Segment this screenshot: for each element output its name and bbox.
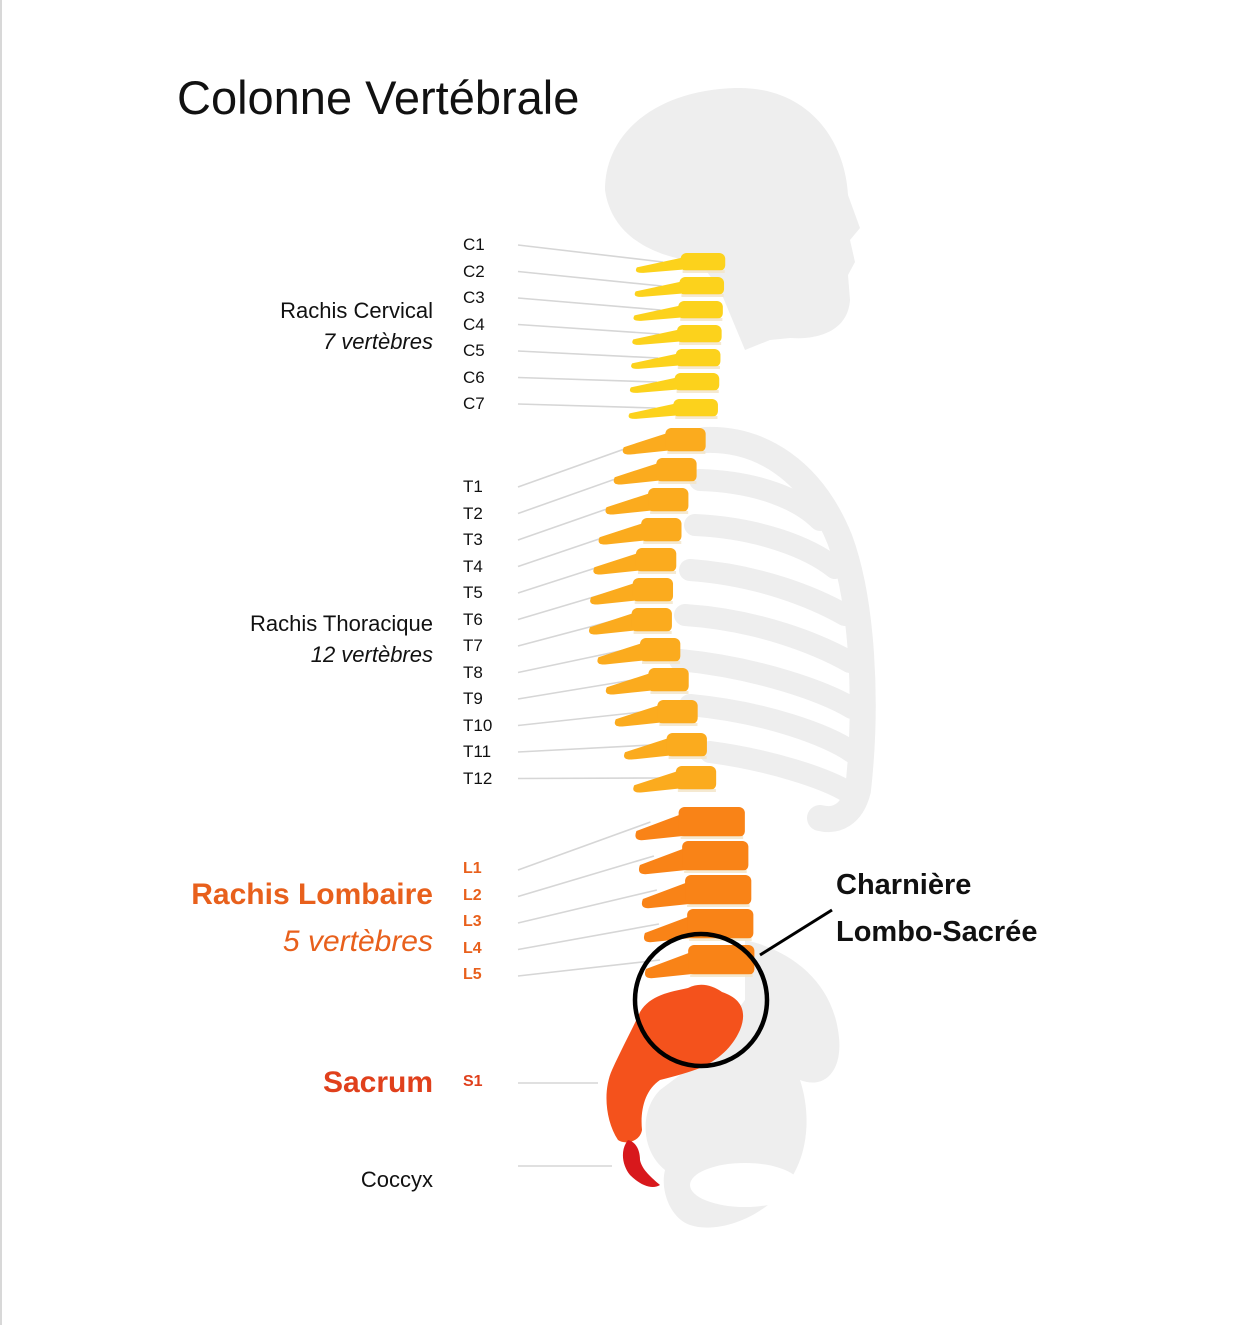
callout-line-2: Lombo-Sacrée bbox=[836, 916, 1038, 948]
lumbar-region-count: 5 vertèbres bbox=[282, 925, 433, 958]
body-silhouette bbox=[605, 87, 876, 1228]
vertebra-t11 bbox=[624, 733, 707, 760]
vertebra-label-t7: T7 bbox=[463, 636, 483, 655]
leader-line-c3 bbox=[517, 297, 661, 311]
vertebra-label-c7: C7 bbox=[463, 394, 485, 413]
leader-line-t12 bbox=[517, 777, 661, 780]
vertebra-c3 bbox=[633, 301, 723, 321]
vertebra-label-l1: L1 bbox=[463, 860, 482, 877]
ribs bbox=[669, 469, 863, 803]
vertebra-label-l2: L2 bbox=[463, 886, 482, 904]
vertebra-c4 bbox=[632, 325, 722, 345]
vertebra-label-c1: C1 bbox=[463, 235, 485, 254]
vertebra-label-t9: T9 bbox=[463, 689, 483, 708]
vertebra-c5 bbox=[631, 349, 721, 369]
cervical-region-count: 7 vertèbres bbox=[322, 329, 433, 354]
vertebra-l5 bbox=[644, 945, 755, 979]
coccyx-shape bbox=[622, 1140, 660, 1187]
ribcage-silhouette bbox=[692, 426, 876, 832]
vertebra-label-t2: T2 bbox=[463, 503, 483, 523]
vertebra-t3 bbox=[605, 488, 689, 515]
lumbosacral-circle bbox=[632, 931, 770, 1069]
page-title: Colonne Vertébrale bbox=[177, 71, 580, 124]
vertebra-label-t12: T12 bbox=[463, 768, 493, 788]
vertebra-label-t8: T8 bbox=[463, 662, 483, 682]
leader-line-c4 bbox=[517, 323, 660, 335]
callout-pointer bbox=[759, 908, 833, 957]
vertebra-label-l5: L5 bbox=[463, 966, 482, 983]
vertebra-label-c3: C3 bbox=[463, 288, 485, 307]
vertebra-label-l3: L3 bbox=[463, 913, 482, 930]
coccyx-region-name: Coccyx bbox=[360, 1167, 433, 1192]
vertebra-t6 bbox=[590, 578, 674, 605]
pelvis-silhouette bbox=[645, 940, 840, 1228]
leader-line-c2 bbox=[517, 270, 662, 287]
leader-line-l1 bbox=[517, 821, 651, 871]
vertebra-label-t11: T11 bbox=[463, 742, 492, 761]
thoracic-region-count: 12 vertèbres bbox=[310, 642, 433, 667]
vertebra-l3 bbox=[641, 875, 752, 909]
callout-line-1: Charnière bbox=[836, 869, 972, 901]
vertebra-label-c6: C6 bbox=[463, 367, 485, 387]
lumbar-region-name: Rachis Lombaire bbox=[191, 878, 433, 911]
vertebra-t5 bbox=[593, 548, 677, 575]
pelvis-opening bbox=[690, 1163, 800, 1207]
vertebra-label-t1: T1 bbox=[463, 477, 483, 496]
vertebra-t10 bbox=[614, 700, 698, 727]
leader-line-t9 bbox=[517, 679, 633, 700]
leader-line-l4 bbox=[517, 923, 660, 951]
thoracic-region-name: Rachis Thoracique bbox=[249, 611, 433, 636]
vertebra-label-c5: C5 bbox=[463, 341, 485, 360]
vertebra-c2 bbox=[634, 277, 725, 297]
leader-line-c7 bbox=[517, 403, 656, 409]
vertebra-label-l4: L4 bbox=[463, 939, 482, 957]
vertebra-t8 bbox=[597, 638, 681, 665]
vertebra-t7 bbox=[589, 608, 672, 635]
vertebra-label-t5: T5 bbox=[463, 583, 483, 602]
vertebra-label-t4: T4 bbox=[463, 556, 483, 576]
cervical-region-name: Rachis Cervical bbox=[280, 298, 433, 323]
vertebra-label-c4: C4 bbox=[463, 314, 485, 334]
leader-line-l3 bbox=[517, 889, 658, 924]
left-border bbox=[0, 0, 2, 1325]
vertebra-label-s1: S1 bbox=[463, 1073, 483, 1090]
vertebra-l4 bbox=[643, 909, 754, 943]
leader-line-c6 bbox=[517, 376, 657, 383]
leader-line-t11 bbox=[517, 744, 652, 753]
leader-line-l5 bbox=[517, 959, 661, 977]
vertebra-label-t6: T6 bbox=[463, 609, 483, 629]
vertebra-t12 bbox=[633, 766, 717, 793]
vertebra-t4 bbox=[598, 518, 682, 545]
vertebra-c1 bbox=[635, 253, 726, 273]
leader-line-c5 bbox=[517, 350, 659, 359]
vertebra-t1 bbox=[622, 428, 706, 455]
vertebra-label-t10: T10 bbox=[463, 715, 493, 735]
skull-silhouette bbox=[605, 87, 860, 351]
leader-line-l2 bbox=[517, 855, 655, 898]
leader-line-t8 bbox=[517, 649, 625, 674]
vertebra-l2 bbox=[638, 841, 749, 875]
vertebra-c6 bbox=[629, 373, 720, 393]
vertebra-c7 bbox=[628, 399, 718, 419]
vertebra-t2 bbox=[613, 458, 697, 485]
vertebra-label-c2: C2 bbox=[463, 261, 485, 281]
leader-line-c1 bbox=[517, 244, 663, 263]
leader-line-t10 bbox=[517, 711, 642, 727]
vertebra-t9 bbox=[605, 668, 689, 695]
vertebrae-group bbox=[589, 253, 755, 979]
sacrum-region-name: Sacrum bbox=[322, 1066, 433, 1099]
vertebra-l1 bbox=[635, 807, 745, 841]
vertebra-label-t3: T3 bbox=[463, 530, 483, 549]
